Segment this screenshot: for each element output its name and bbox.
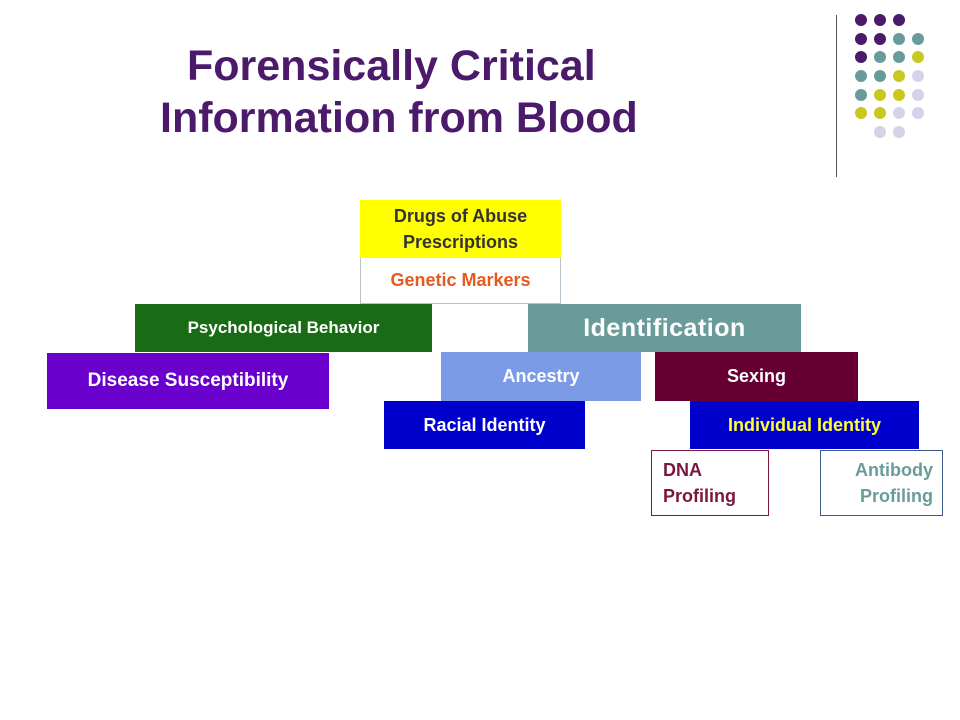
box-sexing: Sexing <box>655 352 858 401</box>
box-racial-identity: Racial Identity <box>384 401 585 449</box>
decorative-dot <box>912 70 924 82</box>
slide-title: Forensically Critical Information from B… <box>0 40 850 144</box>
box-antibody-profiling: Antibody Profiling <box>820 450 943 516</box>
decorative-dot <box>912 51 924 63</box>
decorative-dot <box>855 51 867 63</box>
box-identification: Identification <box>528 304 801 352</box>
decorative-dot <box>874 70 886 82</box>
box-drugs-of-abuse: Drugs of Abuse Prescriptions <box>360 200 561 258</box>
decorative-dot <box>855 107 867 119</box>
box-identification-label: Identification <box>583 313 746 342</box>
decorative-dot <box>874 51 886 63</box>
box-psychological-behavior: Psychological Behavior <box>135 304 432 352</box>
decorative-dot <box>893 51 905 63</box>
decorative-dot <box>874 107 886 119</box>
decorative-dot <box>912 107 924 119</box>
decorative-dot <box>855 33 867 45</box>
box-genetic-markers: Genetic Markers <box>360 258 561 304</box>
box-disease-susceptibility-label: Disease Susceptibility <box>87 370 289 391</box>
decorative-dot <box>893 89 905 101</box>
decorative-dot <box>874 14 886 26</box>
box-sexing-label: Sexing <box>726 366 787 386</box>
decorative-dot <box>855 89 867 101</box>
decorative-dot <box>893 126 905 138</box>
decorative-dot <box>874 33 886 45</box>
box-disease-susceptibility: Disease Susceptibility <box>47 353 329 409</box>
decorative-dot <box>855 70 867 82</box>
decorative-dot <box>893 14 905 26</box>
box-drugs-label: Drugs of Abuse Prescriptions <box>393 206 528 252</box>
box-ancestry-label: Ancestry <box>502 366 580 386</box>
decorative-dot <box>855 14 867 26</box>
box-psychological-behavior-label: Psychological Behavior <box>187 318 380 337</box>
title-line-1: Forensically Critical <box>187 42 596 90</box>
decorative-dot <box>912 89 924 101</box>
box-individual-identity-label: Individual Identity <box>727 414 881 435</box>
decorative-dot <box>874 89 886 101</box>
box-antibody-profiling-label: Antibody Profiling <box>855 460 933 506</box>
decorative-dot <box>912 33 924 45</box>
decorative-dot <box>893 70 905 82</box>
decorative-dot <box>893 33 905 45</box>
box-genetic-markers-label: Genetic Markers <box>390 270 531 290</box>
box-dna-profiling-label: DNA Profiling <box>663 460 736 506</box>
title-line-2: Information from Blood <box>160 94 638 142</box>
box-individual-identity: Individual Identity <box>690 401 919 449</box>
box-dna-profiling: DNA Profiling <box>651 450 769 516</box>
decorative-dot <box>874 126 886 138</box>
decorative-dot <box>893 107 905 119</box>
box-racial-identity-label: Racial Identity <box>423 414 546 435</box>
decorative-divider <box>836 15 837 177</box>
box-ancestry: Ancestry <box>441 352 641 401</box>
